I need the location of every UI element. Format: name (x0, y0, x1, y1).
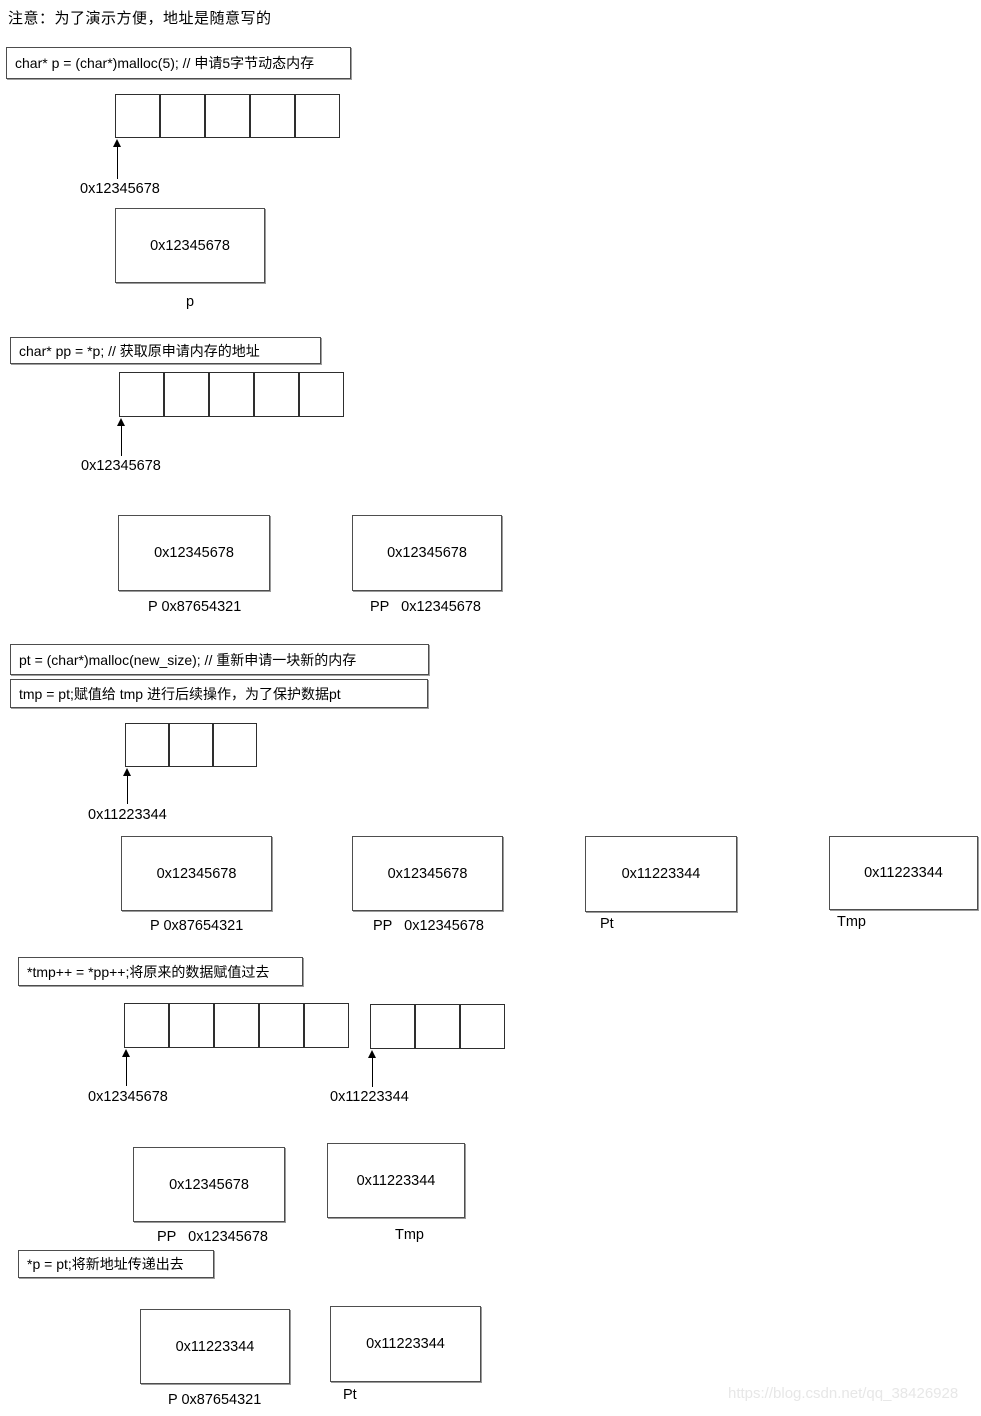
code-step3-tmp-assign: tmp = pt;赋值给 tmp 进行后续操作，为了保护数据pt (10, 679, 428, 708)
memory-cell (205, 94, 250, 138)
pointer-box-pp: 0x12345678 (133, 1147, 285, 1222)
memory-cell (125, 723, 169, 767)
memory-cell (164, 372, 209, 417)
pointer-box-pp-label: PP 0x12345678 (157, 1229, 268, 1245)
memory-cell (160, 94, 205, 138)
code-step4-copy-data: *tmp++ = *pp++;将原来的数据赋值过去 (18, 957, 303, 986)
pointer-box-tmp: 0x11223344 (327, 1143, 465, 1218)
pointer-box-pp-label: PP 0x12345678 (370, 599, 481, 615)
code-step5-pass-address: *p = pt;将新地址传递出去 (18, 1250, 214, 1278)
pointer-box-tmp: 0x11223344 (829, 836, 978, 910)
pointer-box-pt: 0x11223344 (585, 836, 737, 912)
memory-cell (213, 723, 257, 767)
memory-cell (299, 372, 344, 417)
memory-cell (115, 94, 160, 138)
pointer-box-p: 0x12345678 (121, 836, 272, 911)
pointer-box-p: 0x12345678 (118, 515, 270, 591)
memory-cell (250, 94, 295, 138)
up-arrow-icon (123, 768, 132, 804)
memory-cell (214, 1003, 259, 1048)
memory-cell (370, 1004, 415, 1049)
pointer-box-tmp-label: Tmp (395, 1227, 424, 1243)
memory-cell (119, 372, 164, 417)
pointer-box-tmp-label: Tmp (837, 914, 866, 930)
memory-cell (254, 372, 299, 417)
address-label: 0x11223344 (88, 807, 167, 823)
pointer-box-pt-label: Pt (343, 1387, 357, 1403)
pointer-box-pt: 0x11223344 (330, 1306, 481, 1382)
memory-cell (259, 1003, 304, 1048)
pointer-box-pp: 0x12345678 (352, 836, 503, 911)
memory-array-step3-new (125, 723, 257, 767)
pointer-box-pt-label: Pt (600, 916, 614, 932)
pointer-box-p: 0x11223344 (140, 1309, 290, 1384)
pointer-box-p-label: P 0x87654321 (150, 918, 244, 934)
up-arrow-icon (122, 1049, 131, 1086)
up-arrow-icon (113, 139, 122, 179)
memory-cell (169, 1003, 214, 1048)
code-step1-malloc: char* p = (char*)malloc(5); // 申请5字节动态内存 (6, 47, 351, 79)
memory-cell (304, 1003, 349, 1048)
pointer-box-p-label: P 0x87654321 (168, 1392, 262, 1408)
up-arrow-icon (117, 418, 126, 456)
code-step3-malloc-new: pt = (char*)malloc(new_size); // 重新申请一块新… (10, 644, 429, 675)
address-label: 0x11223344 (330, 1089, 409, 1105)
pointer-box-p-label: P 0x87654321 (148, 599, 242, 615)
memory-cell (295, 94, 340, 138)
memory-array-step2 (119, 372, 344, 417)
memory-cell (460, 1004, 505, 1049)
csdn-watermark: https://blog.csdn.net/qq_38426928 (728, 1385, 959, 1402)
address-label: 0x12345678 (88, 1089, 168, 1105)
up-arrow-icon (368, 1050, 377, 1087)
pointer-box-pp: 0x12345678 (352, 515, 502, 591)
memory-cell (415, 1004, 460, 1049)
note-text: 注意：为了演示方便，地址是随意写的 (8, 10, 272, 27)
address-label: 0x12345678 (80, 181, 160, 197)
memory-array-step4-new (370, 1004, 505, 1049)
memory-cell (209, 372, 254, 417)
memory-array-step1 (115, 94, 340, 138)
address-label: 0x12345678 (81, 458, 161, 474)
pointer-box-pp-label: PP 0x12345678 (373, 918, 484, 934)
code-step2-get-address: char* pp = *p; // 获取原申请内存的地址 (10, 337, 321, 364)
pointer-box-p-label: p (186, 294, 195, 310)
memory-array-step4-old (124, 1003, 349, 1048)
memory-cell (124, 1003, 169, 1048)
memory-cell (169, 723, 213, 767)
pointer-box-p: 0x12345678 (115, 208, 265, 283)
